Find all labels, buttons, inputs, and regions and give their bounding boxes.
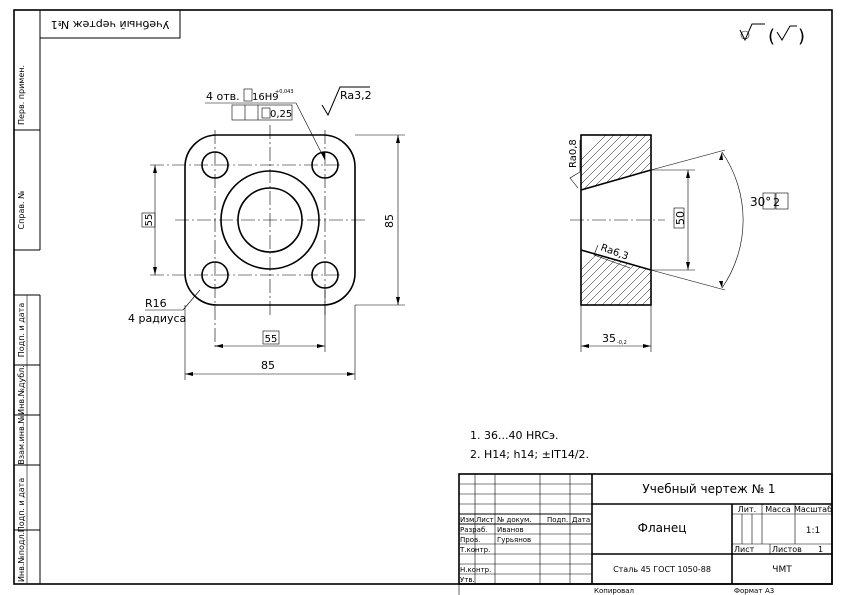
material: Сталь 45 ГОСТ 1050-88 (613, 565, 711, 574)
hdr-data: Дата (572, 516, 590, 524)
note-1: 1. 36...40 HRCэ. (470, 429, 559, 442)
roughness-face: Ra0,8 (568, 139, 579, 168)
listov-value: 1 (818, 545, 823, 554)
col-massa: Масса (765, 505, 791, 514)
hdr-izm: Изм. (460, 516, 476, 524)
corner-stamp-text: Учебный чертеж №1 (51, 18, 170, 31)
dim-thickness: 35 (602, 332, 616, 345)
left-strip: Перв. примен. Справ. № Подп. и дата Инв.… (14, 10, 41, 584)
radius-label: R16 (145, 297, 167, 310)
radius-count: 4 радиуса (128, 312, 186, 325)
hole-dia: 16H9 (252, 92, 279, 103)
format-value: А3 (765, 587, 774, 595)
dim-bore: 50 (674, 211, 687, 225)
hole-tol: +0,043 (275, 89, 294, 95)
role-utv: Утв. (460, 576, 475, 584)
col-list: Лист (734, 545, 755, 554)
col-listov: Листов (772, 545, 802, 554)
scale-value: 1:1 (806, 526, 820, 536)
strip-inv-podl: Инв.№подл. (17, 532, 26, 582)
note-2: 2. H14; h14; ±IT14/2. (470, 448, 589, 461)
hdr-ndokum: № докум. (497, 516, 532, 524)
name-prov: Гурьянов (497, 536, 531, 544)
dim-55-horizontal: 55 (265, 334, 278, 345)
dim-thickness-tol: -0,2 (617, 340, 627, 346)
col-lit: Лит. (738, 505, 756, 514)
strip-perv-primen: Перв. примен. (17, 65, 26, 125)
general-roughness-mark: ( ) (739, 23, 805, 47)
section-view: 50 30° 2 35 -0,2 Ra0,8 Ra6,3 (568, 134, 789, 352)
col-masshtab: Масштаб (794, 505, 832, 514)
dim-85-vertical: 85 (383, 214, 396, 228)
dim-angle-tol: 2 (773, 196, 780, 209)
strip-vzam-inv: Взам.инв.№ (17, 415, 26, 465)
strip-podp-data-2: Подп. и дата (17, 478, 26, 533)
title-block: Учебный чертеж № 1 Фланец Сталь 45 ГОСТ … (458, 473, 833, 595)
corner-stamp: Учебный чертеж №1 (39, 9, 181, 39)
hdr-podp: Подп. (547, 516, 568, 524)
dim-85-horizontal: 85 (261, 359, 275, 372)
sheet-frame (13, 9, 833, 585)
dim-angle: 30° (750, 195, 771, 209)
name-razrab: Иванов (497, 526, 524, 534)
role-nkontr: Н.контр. (460, 566, 491, 574)
general-roughness-text: ( (768, 26, 775, 47)
kopiroval: Копировал (594, 587, 634, 595)
format-label: Формат (734, 587, 762, 595)
strip-sprav-no: Справ. № (17, 190, 26, 230)
role-tkontr: Т.контр. (459, 546, 490, 554)
organization: ЧМТ (772, 565, 792, 575)
dim-55-vertical: 55 (144, 214, 155, 227)
front-view: 55 85 55 85 R16 4 радиуса 4 отв. 16H9 +0… (128, 86, 405, 380)
position-tol: 0,25 (270, 109, 292, 120)
hdr-list: Лист (476, 516, 494, 524)
strip-podp-data-1: Подп. и дата (17, 303, 26, 358)
holes-callout: 4 отв. (206, 90, 240, 103)
drawing-title: Учебный чертеж № 1 (642, 482, 775, 496)
strip-inv-dubl: Инв.№дубл. (17, 365, 26, 415)
role-prov: Пров. (460, 536, 480, 544)
part-name: Фланец (638, 521, 687, 535)
technical-notes: 1. 36...40 HRCэ. 2. H14; h14; ±IT14/2. (470, 429, 589, 461)
roughness-top: Ra3,2 (340, 89, 372, 102)
role-razrab: Разраб. (460, 526, 488, 534)
svg-text:): ) (798, 26, 805, 47)
